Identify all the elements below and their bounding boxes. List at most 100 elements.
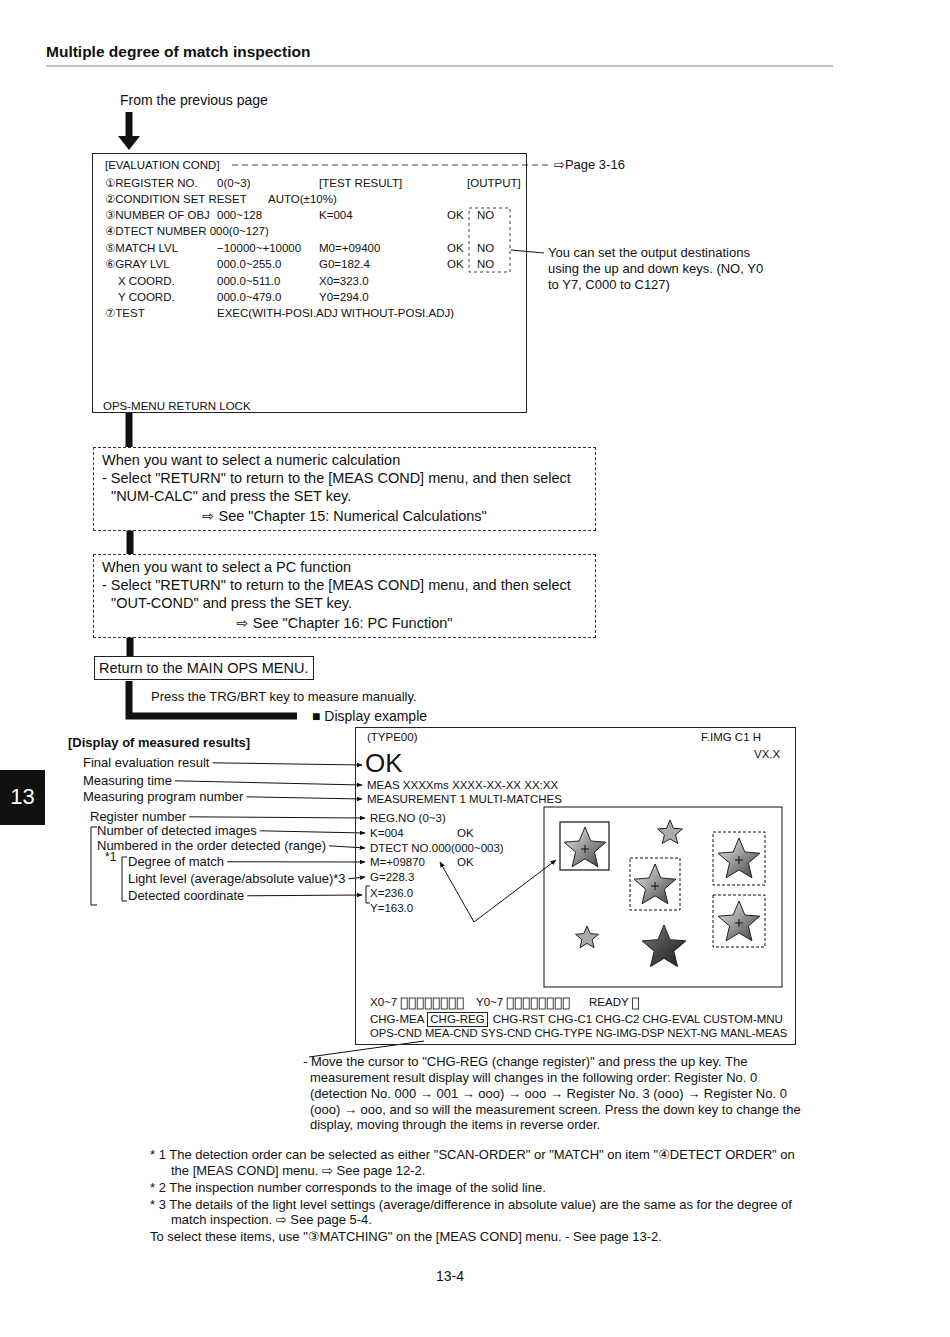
reference-dash-line	[232, 165, 550, 166]
indicator-box	[409, 998, 415, 1009]
display-screen: (TYPE00)F.IMG C1 HVX.XOKMEAS XXXXms XXXX…	[355, 727, 796, 1045]
node-text: OK	[447, 258, 464, 272]
node-text: (TYPE00)	[367, 731, 418, 745]
node-text: 000.0~511.0	[217, 275, 280, 289]
center-mark	[735, 919, 743, 927]
callout-note: You can set the output destinations usin…	[548, 245, 770, 293]
footnote-mark: *1	[105, 850, 116, 864]
node-text: - Select "RETURN" to return to the [MEAS…	[102, 469, 587, 505]
node-text: G0=182.4	[319, 258, 370, 272]
indicator-box	[507, 998, 513, 1009]
node-text: 13	[0, 784, 45, 810]
indicator-box	[555, 998, 561, 1009]
node-text: REG.NO (0~3)	[370, 812, 446, 826]
leader-line	[189, 817, 365, 818]
flow-connector	[127, 531, 134, 555]
node-text: OPS-MENU RETURN LOCK	[103, 400, 251, 414]
item-label: Light level (average/absolute value)*3	[128, 871, 346, 887]
node-text: READY	[589, 996, 629, 1010]
indicator-box	[531, 998, 537, 1009]
node-text: DTECT NO.000(000~003)	[370, 842, 504, 856]
leader-line	[212, 763, 362, 765]
indicator-box	[515, 998, 521, 1009]
node-text: Y0~7	[476, 996, 503, 1010]
bracket	[122, 857, 127, 901]
pointer-arrow	[440, 860, 556, 922]
node-text: When you want to select a numeric calcul…	[102, 451, 587, 469]
item-label: Numbered in the order detected (range)	[97, 838, 326, 854]
footnote: * 1 The detection order can be selected …	[150, 1147, 816, 1179]
leader-line	[329, 846, 365, 848]
node-text: CHG-MEA	[370, 1013, 424, 1027]
item-label: Degree of match	[128, 854, 224, 870]
node-text: OK	[447, 242, 464, 256]
page-reference: ⇨Page 3-16	[554, 157, 625, 173]
item-label: Measuring program number	[83, 789, 243, 805]
node-text: NO	[477, 242, 494, 256]
node-text: OK	[457, 827, 474, 841]
page-heading: Multiple degree of match inspection	[46, 43, 310, 62]
dashed-frame	[713, 895, 765, 947]
node-text: X0=323.0	[319, 275, 369, 289]
menu-item-box: CHG-REG	[427, 1012, 487, 1027]
node-text: OK	[457, 856, 474, 870]
node-text: ⑦TEST	[105, 307, 145, 321]
indicator-box	[441, 998, 447, 1009]
node-text: Y COORD.	[118, 291, 175, 305]
node-text: F.IMG C1 H	[701, 731, 761, 745]
node-text: X=236.0	[370, 887, 413, 901]
leader-line	[511, 250, 544, 253]
footnote: * 3 The details of the light level setti…	[150, 1197, 816, 1229]
node-text: X COORD.	[118, 275, 175, 289]
leader-line	[260, 831, 365, 833]
node-text: [OUTPUT]	[467, 177, 521, 191]
explanation-note: - Move the cursor to "CHG-REG (change re…	[303, 1054, 802, 1133]
node-text: 000.0~479.0	[217, 291, 281, 305]
node-text: 000.0~255.0	[217, 258, 281, 272]
star-image	[634, 864, 676, 904]
star-image	[718, 901, 760, 941]
node-text: 000~128	[217, 209, 262, 223]
node-text: OK	[447, 209, 464, 223]
center-mark	[735, 856, 743, 864]
dashed-frame	[630, 858, 680, 910]
step-box: Return to the MAIN OPS MENU.	[94, 656, 314, 680]
flow-connector	[127, 638, 134, 657]
flow-connector	[126, 413, 133, 447]
node-text: ②CONDITION SET RESET	[105, 193, 247, 207]
image-panel	[544, 807, 782, 987]
leader-line	[246, 797, 362, 799]
node-text: AUTO(±10%)	[268, 193, 337, 207]
star-images	[564, 820, 760, 967]
leader-line	[349, 877, 365, 879]
node-text: ⑤MATCH LVL	[105, 242, 178, 256]
menu-screen: [EVALUATION COND]①REGISTER NO.0(0~3)[TES…	[92, 153, 527, 413]
footnote: To select these items, use "③MATCHING" o…	[150, 1229, 795, 1245]
indicator-box	[433, 998, 439, 1009]
center-mark	[651, 882, 659, 890]
node-text: Y0=294.0	[319, 291, 369, 305]
node-text: CHG-RST CHG-C1 CHG-C2 CHG-EVAL CUSTOM-MN…	[493, 1013, 783, 1027]
indicator-box	[633, 998, 639, 1009]
chapter-tab: 13	[0, 770, 45, 825]
dashed-frame	[713, 832, 765, 885]
indicator-box	[563, 998, 569, 1009]
node-text: EXEC(WITH-POSI.ADJ WITHOUT-POSI.ADJ)	[217, 307, 454, 321]
item-label: Measuring time	[83, 773, 172, 789]
indicator-box	[401, 998, 407, 1009]
item-label: Final evaluation result	[83, 755, 209, 771]
leader-line	[247, 895, 362, 897]
node-text: M=+09870	[370, 856, 425, 870]
bracket	[366, 886, 370, 903]
option-box: When you want to select a PC function- S…	[93, 554, 596, 638]
flow-note: From the previous page	[120, 92, 268, 109]
option-box: When you want to select a numeric calcul…	[93, 447, 596, 531]
node-text: ⑥GRAY LVL	[105, 258, 170, 272]
node-text: [TEST RESULT]	[319, 177, 402, 191]
star-image	[564, 827, 606, 867]
page-number: 13-4	[436, 1268, 464, 1285]
heading-rule	[46, 66, 833, 67]
section-label: [Display of measured results]	[68, 735, 250, 751]
indicator-box	[457, 998, 463, 1009]
